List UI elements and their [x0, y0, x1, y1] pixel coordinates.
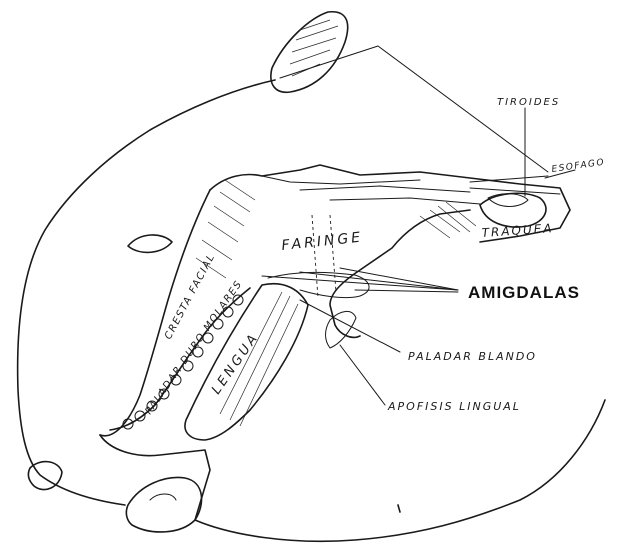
- lower-jaw-front: [100, 435, 210, 520]
- faringe-label: FARINGE: [281, 230, 364, 254]
- paladar-blando-leader: [300, 300, 400, 352]
- thyroid-outline: [488, 194, 528, 207]
- paladar-blando-label: PALADAR BLANDO: [408, 350, 537, 363]
- pharynx-boundary: [312, 215, 336, 298]
- esofago-label: ESOFAGO: [551, 158, 606, 175]
- esophagus-line: [470, 176, 560, 194]
- ear-outline: [271, 12, 348, 93]
- amigdalas-leader-4: [355, 290, 458, 292]
- pharynx-lower-border: [330, 210, 470, 337]
- lengua-label: LENGUA: [209, 330, 262, 397]
- tiroides-label: TIROIDES: [497, 97, 560, 108]
- chin-inner: [150, 494, 176, 500]
- chin: [126, 477, 201, 531]
- apofisis-lingual-label: APOFISIS LINGUAL: [387, 400, 521, 413]
- amigdalas-leader-2: [300, 272, 458, 290]
- amigdalas-label: AMIGDALAS: [468, 283, 580, 302]
- apofisis-leader: [340, 345, 385, 405]
- larynx-hatch: [420, 202, 476, 238]
- pharynx-roof-lines: [262, 176, 480, 204]
- lingual-apophysis: [326, 311, 357, 348]
- eye: [128, 235, 172, 252]
- ink-dot: [398, 505, 400, 512]
- neck-line: [280, 46, 548, 172]
- traquea-label: TRAQUEA: [481, 221, 554, 240]
